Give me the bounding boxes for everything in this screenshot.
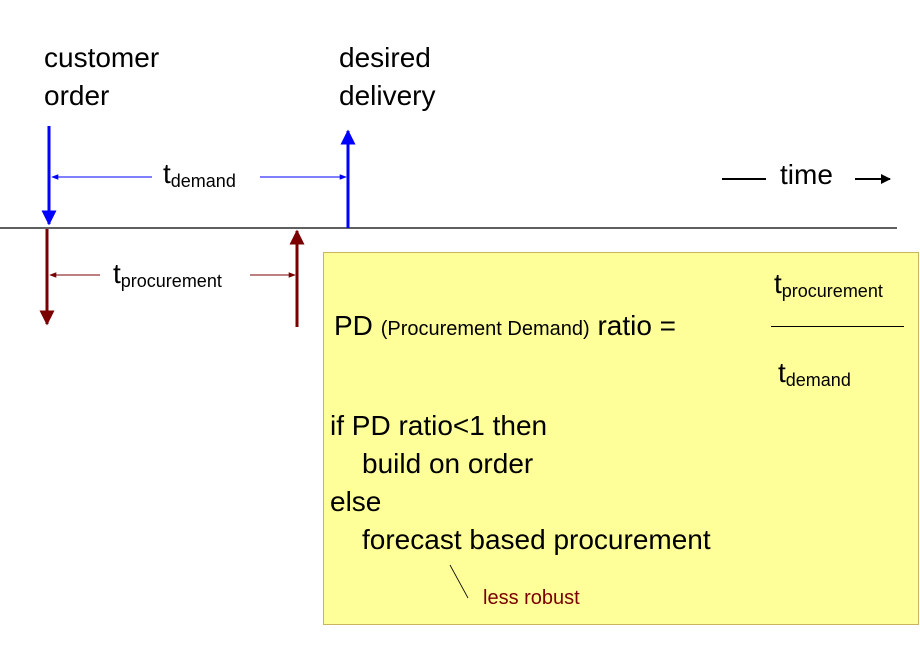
pd-expansion: (Procurement Demand) bbox=[380, 318, 590, 340]
desired-delivery-line2: delivery bbox=[339, 80, 436, 111]
rule-line-build: build on order bbox=[362, 448, 534, 479]
customer-order-label: customer order bbox=[44, 39, 159, 115]
pd-ratio-box bbox=[323, 252, 919, 625]
numerator-subscript: procurement bbox=[781, 281, 883, 301]
numerator-base: t bbox=[774, 268, 782, 299]
desired-delivery-line1: desired bbox=[339, 42, 431, 73]
t-demand-label: tdemand bbox=[163, 158, 236, 192]
t-procurement-label: tprocurement bbox=[113, 258, 222, 292]
desired-delivery-label: desired delivery bbox=[339, 39, 435, 115]
customer-order-line1: customer bbox=[44, 42, 160, 73]
rule-line-forecast: forecast based procurement bbox=[362, 524, 711, 555]
rule-line-if: if PD ratio<1 then bbox=[330, 410, 548, 441]
fraction-bar bbox=[771, 326, 904, 327]
formula-denominator: tdemand bbox=[778, 357, 851, 391]
rule-line-else: else bbox=[330, 486, 382, 517]
pd-ratio-formula: PD (Procurement Demand) ratio = bbox=[334, 310, 676, 342]
t-demand-base: t bbox=[163, 158, 171, 189]
customer-order-line2: order bbox=[44, 80, 110, 111]
formula-numerator: tprocurement bbox=[774, 268, 883, 302]
denominator-subscript: demand bbox=[785, 370, 851, 390]
t-procurement-base: t bbox=[113, 258, 121, 289]
less-robust-note: less robust bbox=[483, 587, 580, 609]
note-pointer bbox=[449, 564, 469, 599]
denominator-base: t bbox=[778, 357, 786, 388]
ratio-equals: ratio = bbox=[597, 310, 677, 341]
pd-term: PD bbox=[334, 310, 373, 341]
t-demand-subscript: demand bbox=[170, 171, 236, 191]
time-label: time bbox=[780, 159, 833, 190]
t-procurement-subscript: procurement bbox=[120, 271, 222, 291]
